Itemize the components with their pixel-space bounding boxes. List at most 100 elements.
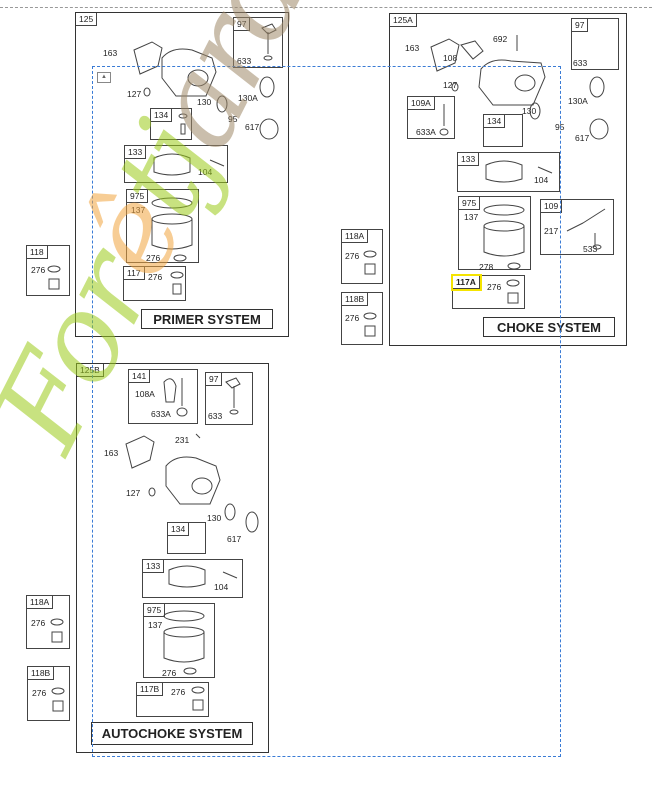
choke-system-panel: 125A [389, 13, 627, 346]
part-label: 137 [131, 205, 146, 215]
part-box-109a[interactable]: 109A [407, 96, 455, 139]
box-label: 133 [458, 153, 480, 166]
box-label: 109 [541, 200, 563, 213]
box-label: 975 [459, 197, 481, 210]
part-label: 276 [345, 251, 360, 261]
autochoke-system-panel: 125B [76, 363, 269, 753]
part-label: 137 [148, 620, 163, 630]
part-label: 127 [443, 80, 458, 90]
part-box-134[interactable]: 134 [483, 114, 523, 147]
carburetor-drawing [133, 41, 228, 113]
page-border-line [0, 7, 652, 8]
float-bowl-drawing [151, 197, 193, 262]
part-label: 104 [198, 167, 213, 177]
part-box-118[interactable]: 118 [26, 245, 70, 296]
panel-id: 125 [76, 13, 98, 26]
part-label: 617 [245, 122, 260, 132]
part-box-141[interactable]: 141 [128, 369, 198, 424]
box-label: 118B [28, 667, 55, 680]
part-label: 217 [544, 226, 559, 236]
gasket-drawing [259, 76, 279, 140]
part-label: 127 [126, 488, 141, 498]
part-label: 104 [534, 175, 549, 185]
part-box-97[interactable]: 97 [571, 18, 619, 70]
part-box-117b[interactable]: 117B [136, 682, 209, 717]
carburetor-drawing [125, 433, 259, 533]
part-label: 276 [487, 282, 502, 292]
choke-system-title: CHOKE SYSTEM [483, 317, 615, 337]
part-box-118a[interactable]: 118A [341, 229, 383, 284]
box-label-highlighted: 117A [451, 274, 482, 291]
gasket-drawing [589, 76, 609, 140]
part-box-133[interactable]: 133 [142, 559, 243, 598]
part-label: 130 [522, 106, 537, 116]
part-box-118b[interactable]: 118B [27, 666, 70, 721]
part-label: 276 [345, 313, 360, 323]
part-label: 95 [228, 114, 238, 124]
carburetor-drawing [430, 35, 546, 120]
jet-drawing [51, 687, 65, 712]
primer-system-title: PRIMER SYSTEM [141, 309, 273, 329]
part-label: 278 [479, 262, 494, 272]
part-label: 276 [32, 688, 47, 698]
box-label: 975 [144, 604, 166, 617]
part-label: 692 [493, 34, 508, 44]
box-label: 133 [143, 560, 165, 573]
part-box-134[interactable]: 134 [150, 108, 192, 140]
needle-drawing [178, 113, 188, 135]
box-label: 117B [137, 683, 164, 696]
part-box-133[interactable]: 133 [457, 152, 560, 192]
part-box-975[interactable]: 975 [143, 603, 215, 678]
part-label: 633A [416, 127, 436, 137]
part-box-117[interactable]: 117 [123, 266, 186, 301]
part-label: 130 [207, 513, 222, 523]
choke-spring-drawing [566, 208, 606, 250]
panel-id: 125A [390, 14, 417, 27]
part-box-118b[interactable]: 118B [341, 292, 383, 345]
part-box-97[interactable]: 97 [205, 372, 253, 425]
box-label: 118A [27, 596, 54, 609]
part-label: 533 [583, 244, 598, 254]
part-label: 633 [573, 58, 588, 68]
part-label: 276 [171, 687, 186, 697]
part-box-118a[interactable]: 118A [26, 595, 70, 649]
box-label: 133 [125, 146, 147, 159]
part-label: 108A [135, 389, 155, 399]
box-label: 97 [234, 18, 251, 31]
part-box-975[interactable]: 975 [126, 189, 199, 263]
jet-drawing [47, 265, 61, 290]
jet-drawing [50, 618, 64, 643]
part-box-117a[interactable]: 117A [451, 274, 525, 309]
part-box-134[interactable]: 134 [167, 522, 206, 554]
part-label: 130A [568, 96, 588, 106]
part-label: 163 [104, 448, 119, 458]
part-label: 104 [214, 582, 229, 592]
part-box-109[interactable]: 109 [540, 199, 614, 255]
box-label: 118A [342, 230, 369, 243]
primer-system-panel: 125 [75, 12, 289, 337]
part-label: 231 [175, 435, 190, 445]
box-label: 109A [408, 97, 435, 110]
box-label: 134 [484, 115, 506, 128]
part-label: 617 [575, 133, 590, 143]
jet-drawing [363, 312, 377, 337]
choke-parts-drawing [163, 377, 241, 417]
float-bowl-drawing [483, 204, 525, 270]
float-drawing [168, 565, 238, 588]
float-drawing [153, 153, 225, 176]
jet-drawing [363, 250, 377, 275]
part-box-97[interactable]: 97 [233, 17, 283, 68]
box-label: 97 [572, 19, 589, 32]
panel-id: 125B [77, 364, 104, 377]
part-label: 617 [227, 534, 242, 544]
part-label: 137 [464, 212, 479, 222]
part-box-133[interactable]: 133 [124, 145, 228, 183]
part-box-975[interactable]: 975 [458, 196, 531, 270]
part-label: 276 [31, 265, 46, 275]
part-label: 108 [443, 53, 458, 63]
part-label: 633A [151, 409, 171, 419]
part-label: 163 [103, 48, 118, 58]
box-label: 134 [151, 109, 173, 122]
main-jet-drawing [170, 271, 184, 295]
